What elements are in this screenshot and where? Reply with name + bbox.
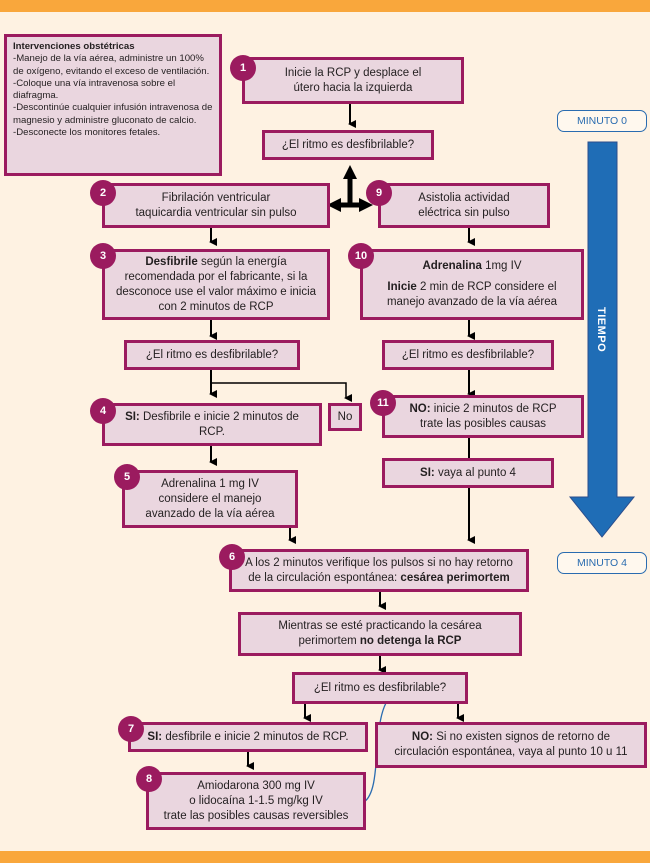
continue-cpr-box: Mientras se esté practicando la cesárea … — [238, 612, 522, 656]
step-4-bold: SI: — [125, 410, 140, 423]
step-8-line2: o lidocaína 1-1.5 mg/kg IV — [189, 794, 323, 807]
step-4-rest: Desfibrile e inicie 2 minutos de RCP. — [139, 410, 299, 438]
step-11-box: NO: inicie 2 minutos de RCP trate las po… — [382, 395, 584, 438]
step-10-text2: 2 min de RCP considere el manejo avanzad… — [386, 281, 558, 308]
continue-cpr-bold: no detenga la RCP — [359, 635, 462, 647]
step-4-text: SI: Desfibrile e inicie 2 minutos de RCP… — [111, 410, 313, 440]
notes-line: -Desconecte los monitores fetales. — [13, 127, 161, 139]
continue-cpr-text: Mientras se esté practicando la cesárea … — [247, 619, 513, 649]
no-return-box: NO: Si no existen signos de retorno de c… — [375, 722, 647, 768]
no-box: No — [328, 403, 362, 431]
bottom-band — [0, 851, 650, 863]
step-7-rest: desfibrile e inicie 2 minutos de RCP. — [162, 730, 349, 743]
step-8-line1: Amiodarona 300 mg IV — [197, 779, 315, 792]
minute-0-label: MINUTO 0 — [557, 110, 647, 132]
step-11-text: NO: inicie 2 minutos de RCP trate las po… — [391, 402, 575, 432]
step-10-box: Adrenalina 1mg IV Inicie 2 min de RCP co… — [360, 249, 584, 320]
step-4-badge: 4 — [90, 398, 116, 424]
decision-3-box: ¿El ritmo es desfibrilable? — [382, 340, 554, 370]
notes-line: -Manejo de la vía aérea, administre un 1… — [13, 53, 210, 77]
step-10-bold1: Adrenalina — [422, 260, 482, 272]
step-3-box: Desfibrile según la energía recomendada … — [102, 249, 330, 320]
step-3-badge: 3 — [90, 243, 116, 269]
continue-cpr-rest: Mientras se esté practicando la cesárea … — [278, 620, 482, 647]
step-5-line1: Adrenalina 1 mg IV — [161, 477, 259, 490]
step-10-text1: 1mg IV — [481, 260, 522, 272]
step-11-badge: 11 — [370, 390, 396, 416]
step-1-badge: 1 — [230, 55, 256, 81]
step-5-badge: 5 — [114, 464, 140, 490]
goto-step-4-box: SI: vaya al punto 4 — [382, 458, 554, 488]
step-3-bold: Desfibrile — [145, 255, 198, 268]
step-3-text: Desfibrile según la energía recomendada … — [111, 255, 321, 315]
step-7-box: SI: desfibrile e inicie 2 minutos de RCP… — [128, 722, 368, 752]
step-7-bold: SI: — [147, 730, 163, 743]
decision-4-box: ¿El ritmo es desfibrilable? — [292, 672, 468, 704]
step-2-line2: taquicardia ventricular sin pulso — [135, 206, 297, 219]
step-11-rest: inicie 2 minutos de RCP trate las posibl… — [420, 402, 557, 430]
decision-1-box: ¿El ritmo es desfibrilable? — [262, 130, 434, 160]
decision-2-box: ¿El ritmo es desfibrilable? — [124, 340, 300, 370]
step-3-rest: según la energía recomendada por el fabr… — [115, 255, 317, 313]
step-2-line1: Fibrilación ventricular — [161, 191, 271, 204]
step-2-badge: 2 — [90, 180, 116, 206]
step-10-bold2: Inicie — [387, 281, 417, 293]
step-9-box: Asistolia actividad eléctrica sin pulso — [378, 183, 550, 228]
step-8-badge: 8 — [136, 766, 162, 792]
goto-step-4-text: SI: vaya al punto 4 — [420, 466, 516, 481]
goto-step-4-rest: vaya al punto 4 — [434, 466, 516, 479]
arrow-q2-no — [211, 382, 352, 402]
step-8-line3: trate las posibles causas reversibles — [163, 809, 349, 822]
step-2-box: Fibrilación ventricular taquicardia vent… — [102, 183, 330, 228]
step-6-box: A los 2 minutos verifique los pulsos si … — [229, 549, 529, 592]
notes-line: -Descontinúe cualquier infusión intraven… — [13, 102, 213, 126]
no-return-bold: NO: — [411, 731, 433, 743]
step-7-text: SI: desfibrile e inicie 2 minutos de RCP… — [147, 730, 348, 745]
step-7-badge: 7 — [118, 716, 144, 742]
step-9-line2: eléctrica sin pulso — [418, 206, 510, 219]
step-9-line1: Asistolia actividad — [418, 191, 510, 204]
step-4-box: SI: Desfibrile e inicie 2 minutos de RCP… — [102, 403, 322, 446]
step-5-box: Adrenalina 1 mg IV considere el manejo a… — [122, 470, 298, 528]
step-11-bold: NO: — [409, 402, 431, 415]
notes-line: -Coloque una vía intravenosa sobre el di… — [13, 77, 176, 102]
no-return-text: NO: Si no existen signos de retorno de c… — [384, 730, 638, 760]
step-5-line3: avanzado de la vía aérea — [145, 507, 275, 520]
step-6-bold: cesárea perimortem — [400, 571, 510, 584]
step-1-box: Inicie la RCP y desplace el útero hacia … — [242, 57, 464, 104]
step-6-rest: A los 2 minutos verifique los pulsos si … — [245, 556, 513, 584]
decision-1-text: ¿El ritmo es desfibrilable? — [281, 138, 415, 151]
no-return-rest: Si no existen signos de retorno de circu… — [394, 731, 628, 758]
decision-2-text: ¿El ritmo es desfibrilable? — [145, 348, 279, 361]
step-9-badge: 9 — [366, 180, 392, 206]
step-6-badge: 6 — [219, 544, 245, 570]
step-5-line2: considere el manejo — [158, 492, 262, 505]
goto-step-4-bold: SI: — [420, 466, 435, 479]
minute-4-label: MINUTO 4 — [557, 552, 647, 574]
decision-3-text: ¿El ritmo es desfibrilable? — [401, 348, 535, 361]
step-10-line1: Adrenalina 1mg IV — [422, 259, 521, 274]
step-10-line2: Inicie 2 min de RCP considere el manejo … — [369, 280, 575, 310]
no-text: No — [337, 410, 353, 423]
obstetric-interventions-box: Intervenciones obstétricas -Manejo de la… — [4, 34, 222, 176]
top-band — [0, 0, 650, 12]
step-8-box: Amiodarona 300 mg IV o lidocaína 1-1.5 m… — [146, 772, 366, 830]
decision-4-text: ¿El ritmo es desfibrilable? — [313, 681, 447, 694]
step-1-text: Inicie la RCP y desplace el útero hacia … — [284, 66, 422, 94]
time-axis-label: TIEMPO — [595, 307, 607, 353]
notes-title: Intervenciones obstétricas — [13, 41, 135, 52]
step-10-badge: 10 — [348, 243, 374, 269]
step-6-text: A los 2 minutos verifique los pulsos si … — [238, 556, 520, 586]
